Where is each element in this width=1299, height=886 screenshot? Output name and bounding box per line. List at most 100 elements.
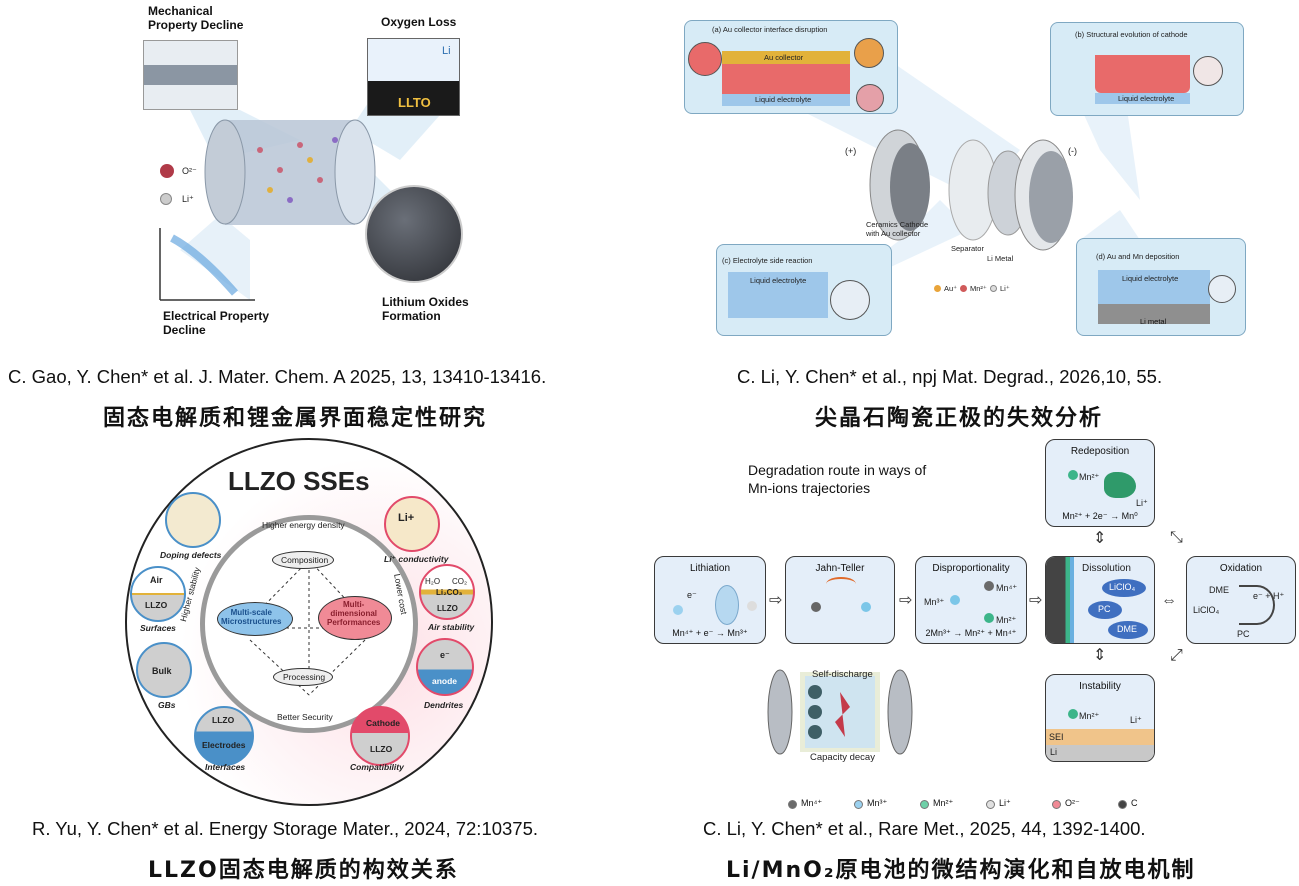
- bulk-circle: [136, 642, 192, 698]
- arrow-4: ⇔: [1161, 592, 1177, 609]
- dissolution-title: Dissolution: [1082, 563, 1131, 574]
- arrow-2: ⇨: [899, 592, 913, 609]
- ceramics-label: Ceramics Cathode with Au collector: [866, 220, 929, 238]
- self-discharge-label: Self-discharge: [812, 669, 873, 680]
- air-stability-label: Air stability: [428, 622, 475, 632]
- e-minus-label: e⁻: [440, 650, 450, 660]
- ox-liclo4-label: LiClO₄: [1193, 605, 1220, 615]
- plus-label: (+): [845, 146, 857, 156]
- surfaces-llzo-label: LLZO: [145, 600, 168, 610]
- li-conductivity-label: Li⁺ conductivity: [384, 554, 449, 564]
- citation-li-rare: C. Li, Y. Chen* et al., Rare Met., 2025,…: [703, 818, 1146, 839]
- cylinder: [204, 119, 376, 225]
- lithiation-title: Lithiation: [689, 563, 731, 574]
- arrow-dissolution-down: ⇕: [1093, 647, 1107, 664]
- compatibility-circle: [350, 706, 410, 766]
- legend-li: Li⁺: [1000, 284, 1010, 293]
- ion-legend: Mn⁴⁺Mn³⁺Mn²⁺Li⁺O²⁻C: [788, 798, 1188, 812]
- box-d-li-metal-label: Li metal: [1140, 317, 1167, 326]
- electrodes-label: Electrodes: [202, 740, 246, 750]
- legend-label-0: Mn⁴⁺: [801, 798, 823, 808]
- lithium-oxides-sphere: [365, 185, 463, 283]
- zoom-circle-a3: [856, 84, 884, 112]
- panel-li-mno2: Degradation route in ways of Mn-ions tra…: [640, 430, 1299, 886]
- oxygen-loss-image: [367, 38, 460, 116]
- zoom-circle-d: [1208, 275, 1236, 303]
- h2o-label: H₂O: [425, 577, 441, 586]
- legend-au-dot: [934, 285, 941, 292]
- electrolyte-d: [1098, 270, 1210, 304]
- interfaces-circle: [194, 706, 254, 766]
- interfaces-label: Interfaces: [205, 762, 246, 772]
- redep-mn-dot: [1068, 470, 1078, 480]
- disprop-title: Disproportionality: [932, 563, 1010, 574]
- panel-spinel-cathode: (a) Au collector interface disruption Au…: [640, 0, 1299, 431]
- legend-mn: Mn²⁺: [970, 284, 987, 293]
- ox-dme-label: DME: [1209, 585, 1229, 595]
- zoom-circle-a2: [854, 38, 884, 68]
- oxygen-loss-label: Oxygen Loss: [381, 15, 457, 29]
- arrow-instab-oxid: ⤢: [1170, 647, 1183, 664]
- card-disproportionality: Disproportionality Mn⁴⁺ Mn³⁺ Mn²⁺ 2Mn³⁺ …: [915, 556, 1027, 644]
- inst-mn-label: Mn²⁺: [1079, 711, 1100, 721]
- disp-mn4-dot: [984, 581, 994, 591]
- liclo4-pill: [1102, 579, 1146, 597]
- multidim-label: Multi- dimensional Performances: [327, 600, 381, 627]
- legend-dot-2: [920, 800, 929, 809]
- instability-title: Instability: [1079, 681, 1121, 692]
- cathode-layer-b: [1095, 55, 1190, 93]
- box-d-title: (d) Au and Mn deposition: [1096, 252, 1180, 261]
- sei-layer: [1046, 729, 1154, 745]
- decline-axes: [159, 228, 255, 301]
- mechanical-label: Mechanical Property Decline: [148, 4, 244, 32]
- card-redeposition: Redeposition Mn²⁺ Li⁺ Mn²⁺ + 2e⁻ → Mn⁰: [1045, 439, 1155, 527]
- disp-mn3-dot: [950, 595, 960, 605]
- higher-energy-label: Higher energy density: [262, 520, 345, 530]
- au-collector-layer: [722, 51, 850, 64]
- lith-particle: [715, 585, 739, 625]
- jt-atom2: [861, 602, 871, 612]
- ox-arc: [1239, 585, 1275, 625]
- li-metal-layer: [1046, 745, 1154, 761]
- legend-label-2: Mn²⁺: [933, 798, 954, 808]
- box-d-liquid-label: Liquid electrolyte: [1122, 274, 1179, 283]
- au-collector-label: Au collector: [764, 53, 804, 62]
- surfaces-circle: [130, 566, 186, 622]
- disp-mn3-label: Mn³⁺: [924, 597, 945, 607]
- capacity-decay-label: Capacity decay: [810, 752, 875, 763]
- disp-mn2-label: Mn²⁺: [996, 615, 1017, 625]
- redep-mn-label: Mn²⁺: [1079, 472, 1100, 482]
- sei-label: SEI: [1049, 732, 1064, 742]
- multiscale-pill: [217, 602, 293, 636]
- lith-e-label: e⁻: [687, 590, 697, 600]
- o2-legend-dot: [160, 164, 174, 178]
- legend-dot-4: [1052, 800, 1061, 809]
- lith-dot2: [747, 601, 757, 611]
- lith-dot: [673, 605, 683, 615]
- air-llzo-label: LLZO: [437, 604, 458, 613]
- doping-circle: [165, 492, 221, 548]
- disp-mn4-label: Mn⁴⁺: [996, 583, 1018, 593]
- lith-equation: Mn⁴⁺ + e⁻ → Mn³⁺: [672, 628, 748, 638]
- route-label: Degradation route in ways of Mn-ions tra…: [748, 462, 927, 496]
- redep-li-label: Li⁺: [1136, 498, 1148, 508]
- composition-pill: [272, 551, 334, 569]
- dme-label: DME: [1117, 624, 1137, 634]
- citation-li-npj: C. Li, Y. Chen* et al., npj Mat. Degrad.…: [737, 366, 1163, 387]
- redeposition-title: Redeposition: [1070, 446, 1130, 457]
- redep-deposit: [1104, 472, 1136, 498]
- co2-label: CO₂: [452, 577, 468, 586]
- crack-image: [143, 40, 238, 110]
- jahn-title: Jahn-Teller: [815, 563, 865, 574]
- legend-dot-3: [986, 800, 995, 809]
- card-jahn-teller: Jahn-Teller: [785, 556, 895, 644]
- li-conductivity-circle: [384, 496, 440, 552]
- liclo4-label: LiClO₄: [1109, 582, 1136, 592]
- lithium-oxides-label: Lithium Oxides Formation: [382, 295, 469, 323]
- air-label: Air: [150, 575, 163, 585]
- legend-label-3: Li⁺: [999, 798, 1011, 808]
- box-a-liquid-label: Liquid electrolyte: [755, 95, 812, 104]
- interfaces-llzo-label: LLZO: [212, 715, 235, 725]
- electrolyte-c: [728, 272, 828, 318]
- composition-label: Composition: [281, 555, 329, 565]
